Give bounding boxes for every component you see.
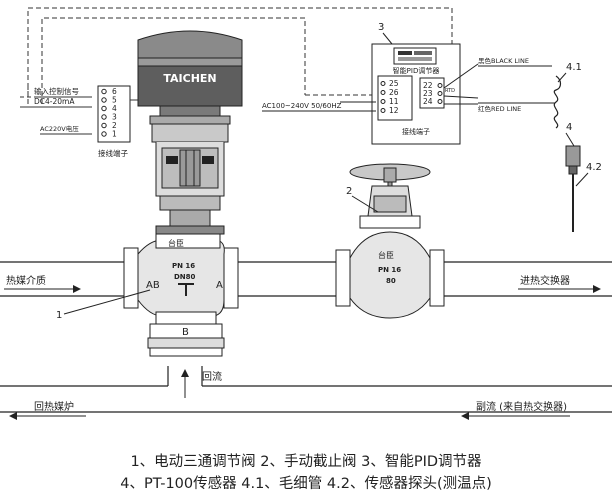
pid-terminal-22: 22 [423,81,443,90]
heat-medium-label: 热媒介质 [6,274,46,287]
terminal-number: 6 [112,87,117,96]
legend-line-1: 1、电动三通调节阀 2、手动截止阀 3、智能PID调节器 [130,454,482,470]
terminal-screw-icon [380,81,386,86]
terminal-screw-icon [380,108,386,113]
manual-stop-valve: 台臣 PN 16 80 2 [335,163,445,319]
three-way-valve-dn: DN80 [174,273,196,281]
black-line-label: 黑色BLACK LINE [478,56,529,65]
pid-terminal-25: 25 [380,79,399,88]
pid-callout: 3 [378,22,384,33]
terminal-number: 2 [112,121,117,130]
probe-callout: 4.2 [586,162,602,173]
dashed-signal-wiring [27,7,453,104]
sensor-callout: 4 [566,122,572,133]
pipework [0,261,612,413]
sensor-wiring: 黑色BLACK LINE 红色RED LINE 4.1 4 4.2 [443,56,602,232]
rtd-label: RTD [445,88,455,94]
flow-annotations: 热媒介质 进热交换器 回流 回热媒炉 副流 (来自热交换器) [4,274,601,420]
terminal-number: 11 [389,97,399,106]
terminal-number: 26 [389,88,399,97]
legend-line-2: 4、PT-100传感器 4.1、毛细管 4.2、传感器探头(测温点) [120,476,492,492]
terminal-screw-icon [437,99,443,104]
ac-supply-label: AC100~240V 50/60HZ [262,102,342,110]
terminal-screw-icon [380,99,386,104]
port-a-label: A [216,280,223,291]
terminal-5: 5 [101,96,117,105]
pid-terminal-23: 23 [423,89,443,98]
pid-terminal-11: 11 [380,97,399,106]
terminal-number: 5 [112,96,117,105]
terminal-screw-icon [437,91,443,96]
terminal-2: 2 [101,121,117,130]
return-boiler-label: 回热媒炉 [34,400,74,413]
terminal-screw-icon [101,131,107,137]
terminal-screw-icon [101,88,107,95]
stop-valve-dn: 80 [386,277,396,285]
electric-actuator: TAICHEN [137,30,243,235]
pid-title: 智能PID调节器 [393,66,440,75]
terminal-number: 22 [423,81,433,90]
pid-terminal-24: 24 [423,97,443,106]
red-line-label: 红色RED LINE [478,104,521,113]
terminal-number: 3 [112,113,117,122]
terminal-number: 23 [423,89,433,98]
terminal-screw-icon [437,83,443,88]
terminal-6: 6 [101,87,117,96]
terminal-screw-icon [380,90,386,95]
terminal-block-caption: 接线端子 [98,148,128,158]
three-way-valve-brand: 台臣 [168,238,184,248]
three-way-valve: 台臣 PN 16 DN80 AB A B 1 [56,233,239,357]
terminal-4: 4 [101,104,117,113]
port-b-label: B [182,327,189,338]
terminal-screw-icon [101,97,107,103]
actuator-brand: TAICHEN [163,72,216,85]
three-way-valve-callout: 1 [56,310,62,321]
port-ab-label: AB [146,280,160,291]
terminal-screw-icon [101,114,107,120]
capillary-callout: 4.1 [566,62,582,73]
pt100-sensor [565,145,581,167]
stop-valve-pn: PN 16 [378,266,401,274]
terminal-number: 24 [423,97,433,106]
ac-power-label: AC220V电压 [40,124,79,133]
terminal-number: 12 [389,106,399,115]
terminal-1: 1 [101,130,117,139]
three-way-valve-pn: PN 16 [172,262,195,270]
terminal-screw-icon [101,122,107,129]
dc-signal-label: DC4-20mA [34,97,75,106]
to-exchanger-label: 进热交换器 [520,274,570,287]
input-signal-label: 输入控制信号 [34,86,79,96]
terminal-screw-icon [101,105,107,112]
secondary-flow-label: 副流 (来自热交换器) [476,400,567,413]
stop-valve-callout: 2 [346,186,352,197]
terminal-number: 4 [112,104,117,113]
terminal-3: 3 [101,113,117,122]
pid-terminal-12: 12 [380,106,399,115]
terminal-number: 25 [389,79,399,88]
pid-terminal-26: 26 [380,88,399,97]
pid-terminal-caption: 接线端子 [402,127,430,136]
return-flow-label: 回流 [202,370,222,383]
stop-valve-brand: 台臣 [378,250,394,260]
terminal-number: 1 [112,130,117,139]
